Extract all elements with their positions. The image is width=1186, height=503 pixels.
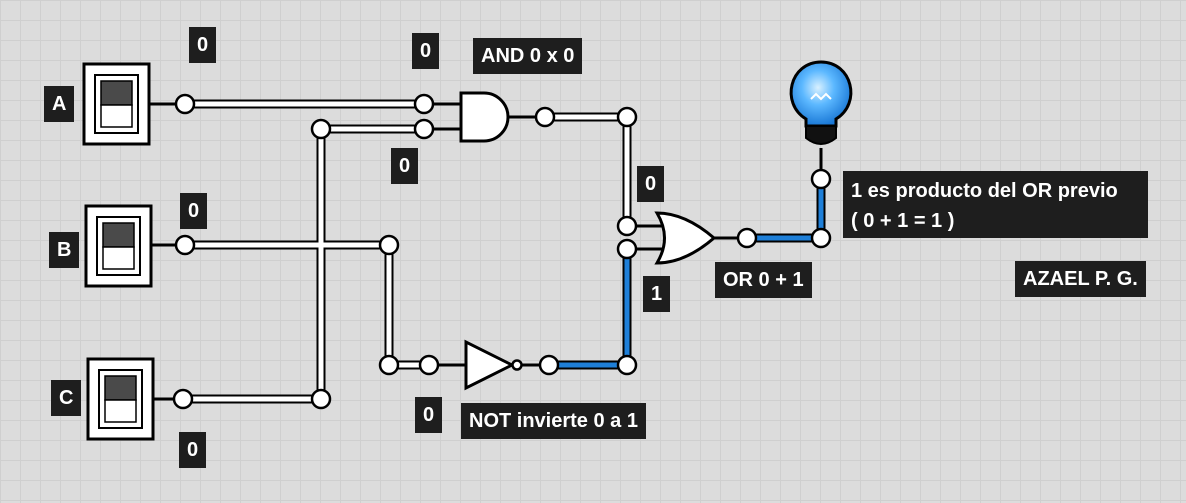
or-input2-value: 1 [643, 276, 671, 312]
node-c-corner [310, 388, 332, 410]
node-or-in2 [616, 238, 638, 260]
and-input1-value: 0 [412, 33, 440, 69]
switch-c-label: C [51, 380, 82, 416]
connection-nodes[interactable] [172, 93, 832, 410]
or-gate[interactable] [627, 211, 738, 265]
or-input1-value: 0 [637, 166, 665, 202]
node-a-out [174, 93, 196, 115]
node-and-in2 [413, 118, 435, 140]
node-bulb-in [810, 168, 832, 190]
not-input-value: 0 [415, 397, 443, 433]
node-not-corner [616, 354, 638, 376]
node-and-out [534, 106, 556, 128]
node-and-corner [616, 106, 638, 128]
or-gate-label: OR 0 + 1 [715, 262, 812, 298]
and-gate[interactable] [433, 91, 536, 143]
node-c-out [172, 388, 194, 410]
output-line-2: ( 0 + 1 = 1 ) [851, 210, 955, 232]
output-explanation: 1 es producto del OR previo ( 0 + 1 = 1 … [843, 171, 1148, 238]
not-gate[interactable] [438, 339, 540, 391]
lightbulb-icon [789, 60, 853, 145]
node-or-out [736, 227, 758, 249]
node-b-bottom [378, 354, 400, 376]
switch-b[interactable] [84, 204, 176, 288]
not-gate-label: NOT invierte 0 a 1 [461, 403, 646, 439]
switch-b-label: B [49, 232, 80, 268]
switch-a-label: A [44, 86, 75, 122]
output-line-1: 1 es producto del OR previo [851, 180, 1118, 202]
node-and-in1 [413, 93, 435, 115]
node-not-in [418, 354, 440, 376]
node-not-out [538, 354, 560, 376]
node-or-corner [810, 227, 832, 249]
and-gate-label: AND 0 x 0 [473, 38, 583, 74]
node-b-corner [378, 234, 400, 256]
switch-a[interactable] [82, 62, 176, 146]
switch-a-value: 0 [189, 27, 217, 63]
node-b-out [174, 234, 196, 256]
switch-b-value: 0 [180, 193, 208, 229]
node-c-junction [310, 118, 332, 140]
node-or-in1 [616, 215, 638, 237]
and-input2-value: 0 [391, 148, 419, 184]
switch-c-value: 0 [179, 432, 207, 468]
author-label: AZAEL P. G. [1015, 261, 1146, 297]
switch-c[interactable] [86, 357, 174, 441]
